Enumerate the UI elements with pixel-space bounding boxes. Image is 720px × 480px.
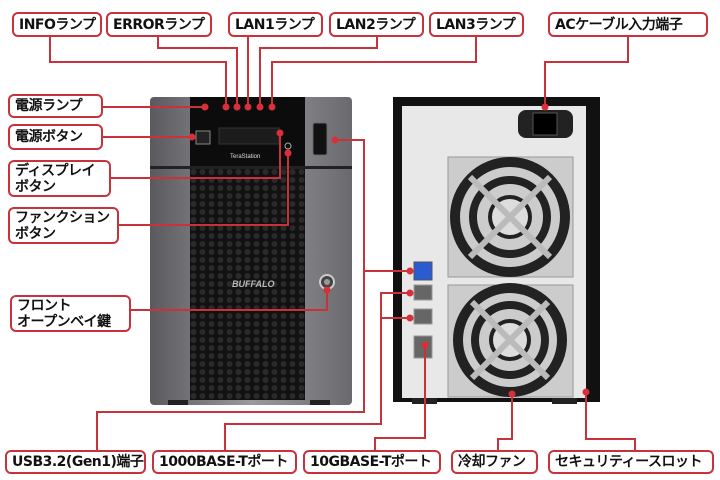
power-button-graphic <box>195 130 211 145</box>
label-security-slot: セキュリティースロット <box>548 450 714 474</box>
label-line: オープンベイ鍵 <box>17 313 111 330</box>
label-line: ディスプレイ <box>15 162 96 179</box>
label-1000base-port: 1000BASE-Tポート <box>152 450 297 474</box>
label-display-button: ディスプレイ ボタン <box>8 160 111 197</box>
label-line: ファンクション <box>15 209 110 226</box>
label-lan2-lamp: LAN2ランプ <box>329 12 424 37</box>
leader-lines <box>49 36 636 450</box>
svg-text:TeraStation: TeraStation <box>230 154 260 160</box>
front-unit: TeraStation BUFFALO <box>150 97 352 405</box>
label-lan1-lamp: LAN1ランプ <box>228 12 323 37</box>
label-10gbase-port: 10GBASE-Tポート <box>303 450 441 474</box>
label-info-lamp: INFOランプ <box>12 12 102 37</box>
label-line: ボタン <box>15 178 56 195</box>
label-front-bay-key: フロント オープンベイ鍵 <box>10 295 131 332</box>
svg-text:BUFFALO: BUFFALO <box>232 279 275 289</box>
label-cooling-fan: 冷却ファン <box>451 450 538 474</box>
label-function-button: ファンクション ボタン <box>8 207 119 244</box>
label-power-button: 電源ボタン <box>8 124 103 150</box>
rear-unit <box>393 97 600 404</box>
label-ac-inlet: ACケーブル入力端子 <box>548 12 708 37</box>
label-power-lamp: 電源ランプ <box>8 94 103 118</box>
label-lan3-lamp: LAN3ランプ <box>429 12 524 37</box>
label-line: フロント <box>17 297 72 314</box>
label-line: ボタン <box>15 225 56 242</box>
label-error-lamp: ERRORランプ <box>106 12 212 37</box>
label-usb-port: USB3.2(Gen1)端子 <box>5 450 146 474</box>
callout-dots <box>188 103 590 398</box>
